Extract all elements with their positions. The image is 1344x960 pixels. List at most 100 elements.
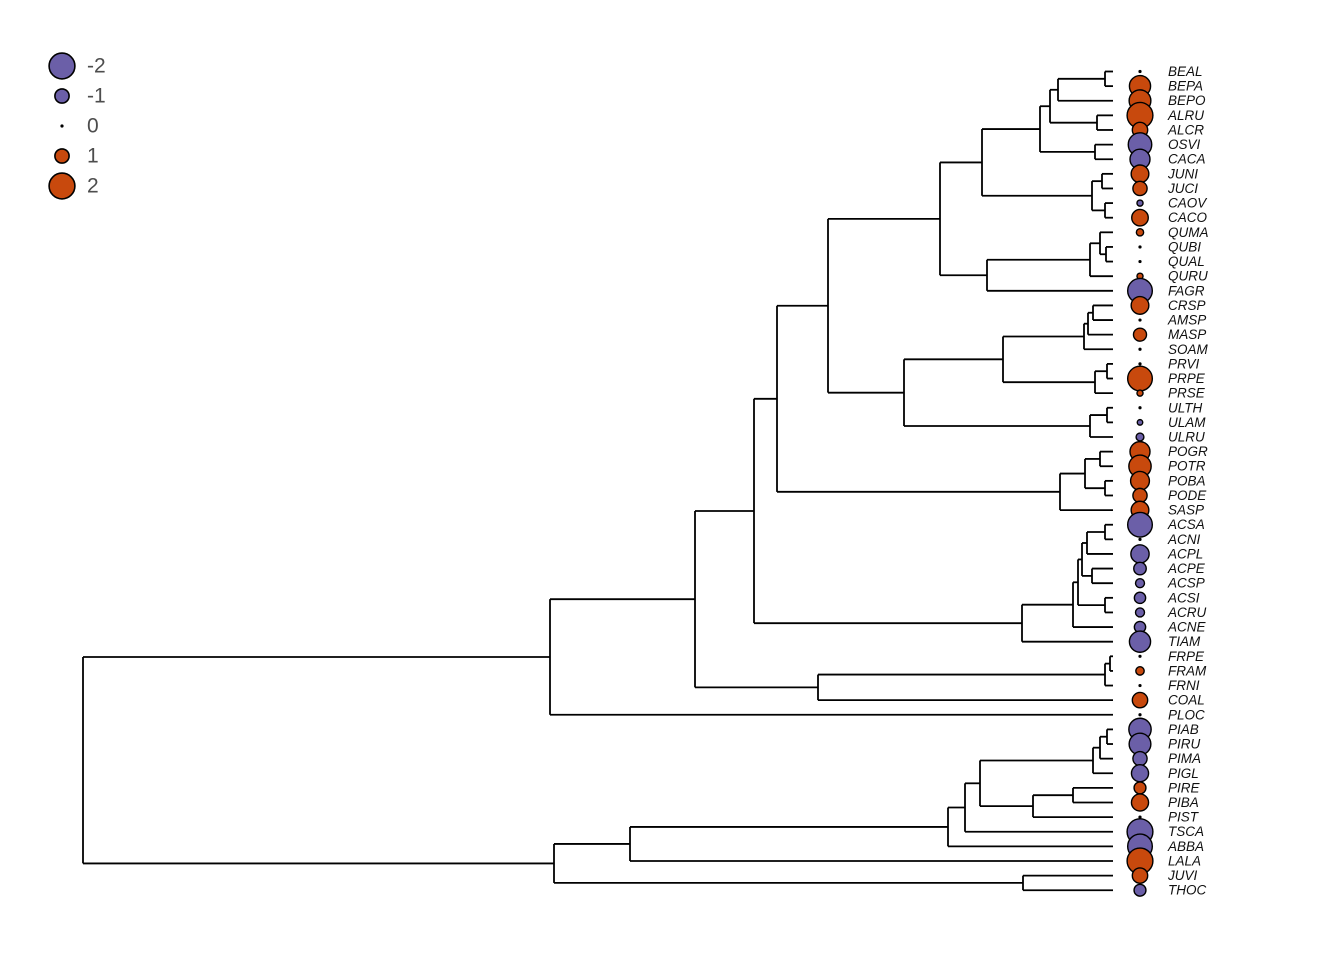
- value-dot-PIST: [1138, 815, 1142, 819]
- species-label-PIMA: PIMA: [1168, 751, 1201, 766]
- species-label-TSCA: TSCA: [1168, 824, 1204, 839]
- value-dot-POBA: [1129, 470, 1151, 491]
- species-label-QURU: QURU: [1168, 269, 1208, 284]
- value-dot-SOAM: [1138, 347, 1142, 351]
- value-dot-BEAL: [1138, 69, 1142, 74]
- species-label-THOC: THOC: [1168, 883, 1206, 898]
- value-dot-FRNI: [1138, 683, 1142, 688]
- value-dot-ACSP: [1134, 578, 1146, 589]
- species-label-BEPO: BEPO: [1168, 93, 1206, 108]
- species-label-JUVI: JUVI: [1167, 868, 1198, 883]
- value-dot-PIGL: [1130, 764, 1150, 783]
- species-labels: BEALBEPABEPOALRUALCROSVICACAJUNIJUCICAOV…: [1167, 64, 1209, 898]
- species-label-PIAB: PIAB: [1168, 722, 1199, 737]
- species-label-SASP: SASP: [1168, 503, 1204, 518]
- value-dot-CACO: [1131, 208, 1149, 227]
- species-label-FRAM: FRAM: [1168, 663, 1207, 678]
- species-label-SOAM: SOAM: [1168, 342, 1209, 357]
- species-label-PIST: PIST: [1168, 810, 1200, 825]
- value-dot-ACRU: [1134, 607, 1146, 618]
- species-label-ACRU: ACRU: [1167, 605, 1207, 620]
- species-label-ALCR: ALCR: [1167, 122, 1204, 137]
- species-label-POBA: POBA: [1168, 473, 1206, 488]
- species-label-PRPE: PRPE: [1168, 371, 1206, 386]
- species-label-POTR: POTR: [1168, 459, 1206, 474]
- value-dot-ACSA: [1126, 511, 1154, 538]
- legend-swatch-2: [48, 172, 76, 200]
- value-dot-PRSE: [1136, 389, 1144, 397]
- value-dot-THOC: [1133, 883, 1147, 897]
- species-label-PIRE: PIRE: [1168, 780, 1201, 795]
- species-label-QUBI: QUBI: [1168, 239, 1201, 254]
- species-label-TIAM: TIAM: [1168, 634, 1201, 649]
- species-label-ACSP: ACSP: [1167, 576, 1205, 591]
- value-dot-PLOC: [1138, 713, 1142, 717]
- legend-swatch-0: [60, 124, 64, 128]
- species-label-POGR: POGR: [1168, 444, 1208, 459]
- dendrogram-edges: [82, 70, 1113, 892]
- value-dot-PIRE: [1133, 781, 1147, 795]
- value-dot-JUVI: [1131, 867, 1149, 884]
- species-label-ULTH: ULTH: [1168, 400, 1203, 415]
- value-dot-PIMA: [1132, 750, 1148, 767]
- species-label-FRPE: FRPE: [1168, 649, 1205, 664]
- species-label-CACO: CACO: [1168, 210, 1208, 225]
- species-label-CRSP: CRSP: [1168, 298, 1206, 313]
- legend-label-1: 1: [87, 145, 99, 168]
- value-dot-ACPE: [1133, 561, 1147, 576]
- value-dot-JUCI: [1132, 180, 1148, 197]
- value-dot-PRPE: [1126, 365, 1154, 392]
- species-label-ACNI: ACNI: [1167, 532, 1201, 547]
- species-label-CACA: CACA: [1168, 152, 1206, 167]
- value-dot-ACPL: [1130, 544, 1150, 564]
- value-dot-JUNI: [1130, 164, 1150, 184]
- species-label-MASP: MASP: [1168, 327, 1206, 342]
- legend-label--2: -2: [87, 55, 106, 78]
- species-label-BEPA: BEPA: [1168, 79, 1203, 94]
- species-label-ACSA: ACSA: [1167, 517, 1205, 532]
- species-label-ULAM: ULAM: [1168, 415, 1206, 430]
- value-dot-CRSP: [1130, 295, 1150, 315]
- species-label-OSVI: OSVI: [1168, 137, 1201, 152]
- legend-label-0: 0: [87, 115, 99, 138]
- species-label-PLOC: PLOC: [1168, 707, 1205, 722]
- species-label-QUMA: QUMA: [1168, 225, 1209, 240]
- value-dot-ACSI: [1133, 591, 1147, 605]
- value-dot-ULTH: [1138, 406, 1142, 410]
- legend-label--1: -1: [87, 85, 106, 108]
- species-label-FRNI: FRNI: [1168, 678, 1200, 693]
- value-dots: [1126, 69, 1154, 897]
- species-label-ALRU: ALRU: [1167, 108, 1204, 123]
- species-label-JUCI: JUCI: [1167, 181, 1198, 196]
- species-label-LALA: LALA: [1168, 853, 1201, 868]
- species-label-ACSI: ACSI: [1167, 590, 1200, 605]
- species-label-PIBA: PIBA: [1168, 795, 1199, 810]
- species-label-ULRU: ULRU: [1168, 430, 1205, 445]
- value-dot-PODE: [1132, 487, 1148, 504]
- value-dot-QUAL: [1138, 259, 1142, 264]
- legend-swatch--2: [48, 52, 76, 80]
- species-label-PIGL: PIGL: [1168, 766, 1199, 781]
- species-label-PIRU: PIRU: [1168, 737, 1201, 752]
- species-label-ACPL: ACPL: [1167, 546, 1203, 561]
- species-label-JUNI: JUNI: [1167, 166, 1198, 181]
- species-label-ACPE: ACPE: [1167, 561, 1206, 576]
- value-dot-AMSP: [1138, 318, 1142, 322]
- value-dot-ULRU: [1135, 432, 1145, 442]
- species-label-PRVI: PRVI: [1168, 356, 1200, 371]
- value-dot-FRAM: [1135, 666, 1145, 676]
- value-dot-ULAM: [1136, 418, 1144, 426]
- species-label-FAGR: FAGR: [1168, 283, 1205, 298]
- species-label-COAL: COAL: [1168, 693, 1205, 708]
- value-dot-PIBA: [1130, 793, 1150, 812]
- value-dot-TIAM: [1128, 630, 1152, 653]
- legend-swatch-1: [54, 148, 70, 164]
- value-dot-CAOV: [1136, 199, 1144, 207]
- value-dot-PRVI: [1138, 362, 1142, 366]
- value-dot-QUMA: [1135, 228, 1145, 237]
- species-label-PRSE: PRSE: [1168, 386, 1206, 401]
- species-label-QUAL: QUAL: [1168, 254, 1205, 269]
- value-dot-QUBI: [1138, 245, 1142, 249]
